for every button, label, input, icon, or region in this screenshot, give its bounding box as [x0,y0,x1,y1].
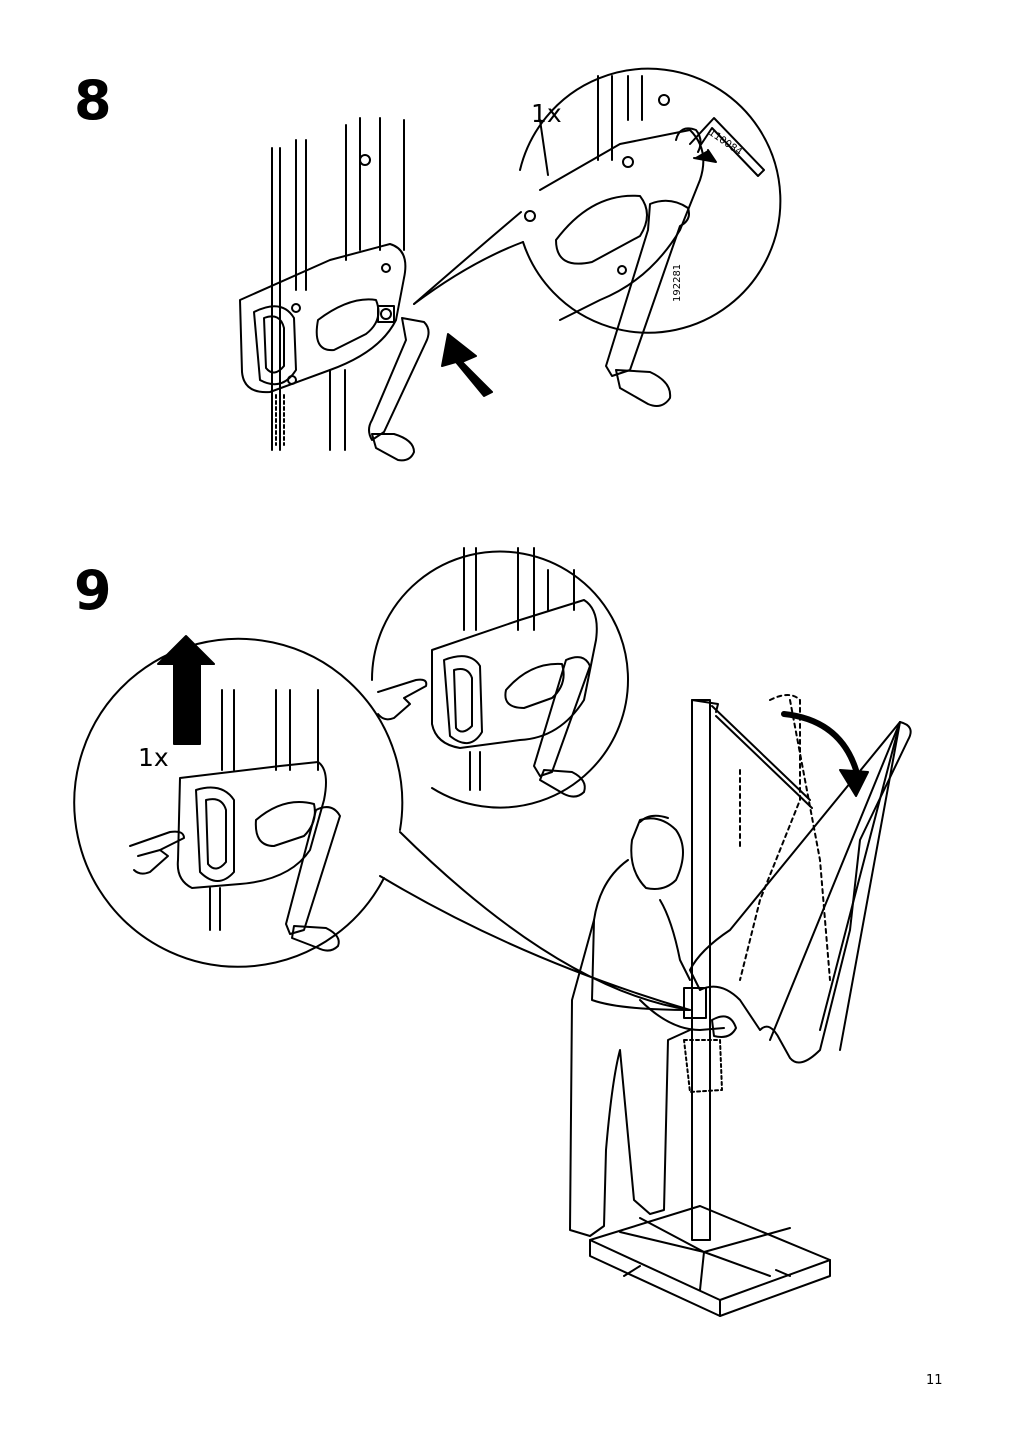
callout-leader-lines [379,831,691,1011]
step9-left-detail-callout [73,637,404,968]
step-number: 8 [74,69,112,132]
step-number: 9 [74,559,112,622]
lift-up-arrow [157,635,215,745]
person-figure [569,814,737,1237]
quantity-label: 1x [138,743,169,772]
part-number-label: 192281 [672,263,683,302]
quantity-label: 1x [531,99,562,128]
step9-right-detail-callout [370,547,629,809]
step8-detail-callout [413,67,782,407]
parasol-pole [589,694,912,1317]
step8-pole-assembly [239,117,430,462]
push-arrow [441,333,493,397]
page-number: 11 [926,1373,943,1388]
